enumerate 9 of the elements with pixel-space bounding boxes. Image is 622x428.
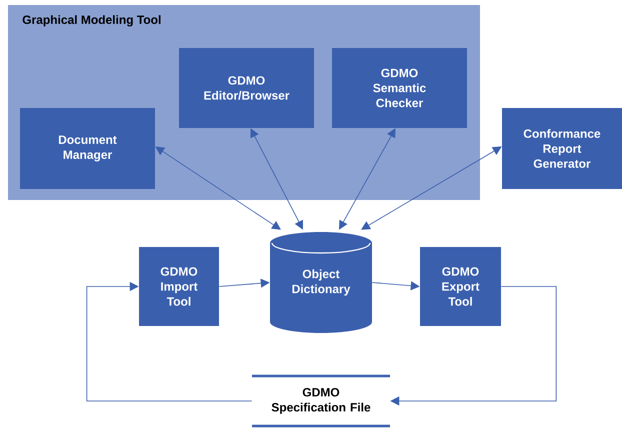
process-box: GDMO Export Tool <box>420 247 501 326</box>
process-box: GDMO Semantic Checker <box>332 48 467 128</box>
data-store: GDMO Specification File <box>252 374 390 428</box>
database-cylinder: Object Dictionary <box>270 232 372 333</box>
arrow <box>86 282 252 402</box>
process-box: Document Manager <box>20 108 155 189</box>
process-box: GDMO Import Tool <box>139 247 219 326</box>
process-box: Conformance Report Generator <box>502 108 622 189</box>
process-box: GDMO Editor/Browser <box>179 48 314 128</box>
